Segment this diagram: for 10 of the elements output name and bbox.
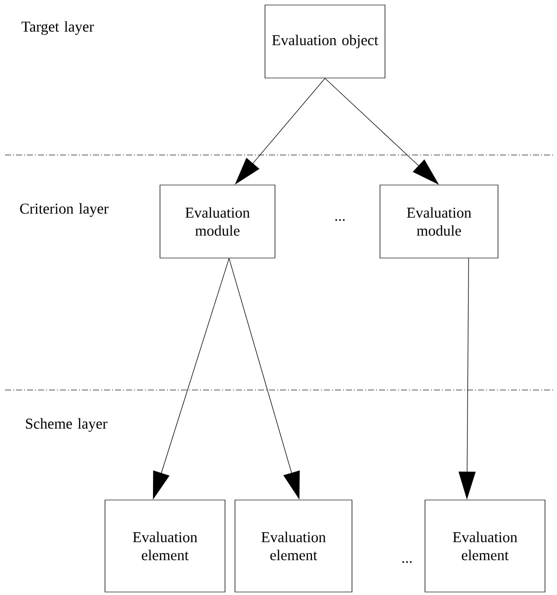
layer-label: Scheme layer [26, 418, 108, 432]
evaluation-box: Evaluation element [234, 500, 352, 592]
ellipsis: ... [335, 219, 345, 221]
evaluation-box: Evaluation module [380, 184, 498, 258]
evaluation-box: Evaluation element [104, 500, 226, 592]
layer-label: Target layer [22, 21, 94, 35]
evaluation-box: Evaluation object [264, 4, 386, 78]
layer-label: Criterion layer [20, 203, 108, 217]
evaluation-box: Evaluation module [160, 184, 276, 258]
evaluation-box: Evaluation element [424, 500, 546, 592]
